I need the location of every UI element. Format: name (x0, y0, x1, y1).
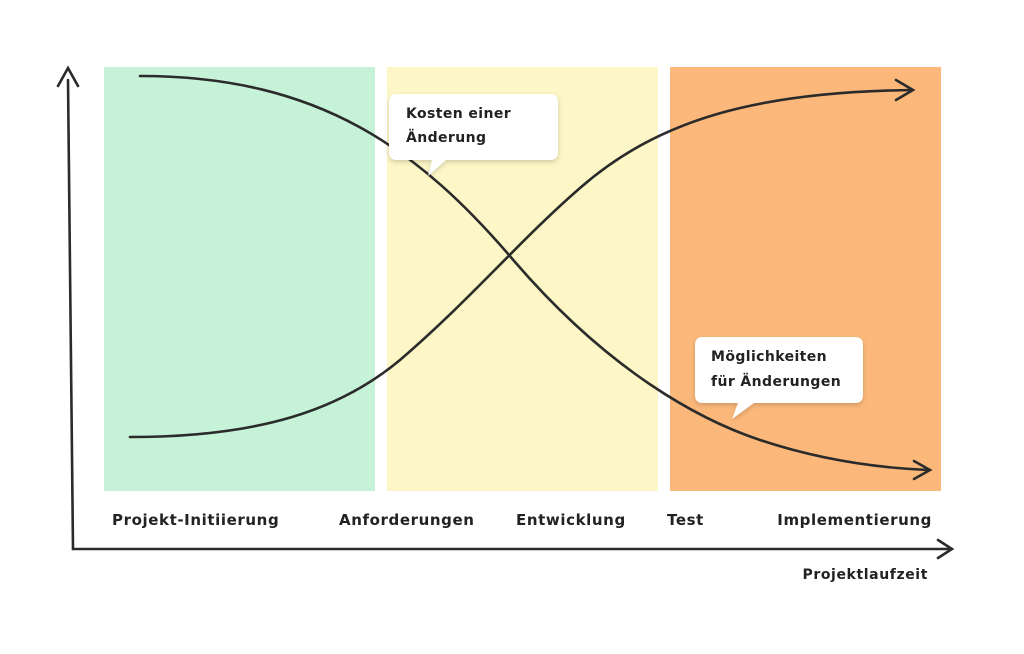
x-axis (71, 538, 955, 560)
callout-cost-of-change: Kosten einer Änderung (389, 94, 558, 176)
phase-label-implementierung: Implementierung (777, 511, 932, 529)
cost-of-change-curve (138, 74, 933, 481)
phase-labels: Projekt-Initiierung Anforderungen Entwic… (112, 511, 932, 529)
callout-possibilities: Möglichkeiten für Änderungen (695, 337, 863, 419)
callout-possibilities-line2: für Änderungen (711, 373, 841, 390)
zone-green (104, 67, 375, 491)
phase-label-entwicklung: Entwicklung (516, 511, 626, 529)
x-axis-label: Projektlaufzeit (802, 567, 928, 583)
phase-label-projekt-initiierung: Projekt-Initiierung (112, 511, 279, 529)
y-axis (56, 65, 80, 551)
phase-label-test: Test (667, 511, 704, 529)
zone-orange (670, 67, 941, 491)
callout-cost-line2: Änderung (406, 129, 486, 146)
callout-cost-line1: Kosten einer (406, 106, 511, 122)
callout-possibilities-line1: Möglichkeiten (711, 349, 827, 365)
phase-label-anforderungen: Anforderungen (339, 511, 475, 529)
possibilities-for-change-curve (128, 78, 916, 439)
